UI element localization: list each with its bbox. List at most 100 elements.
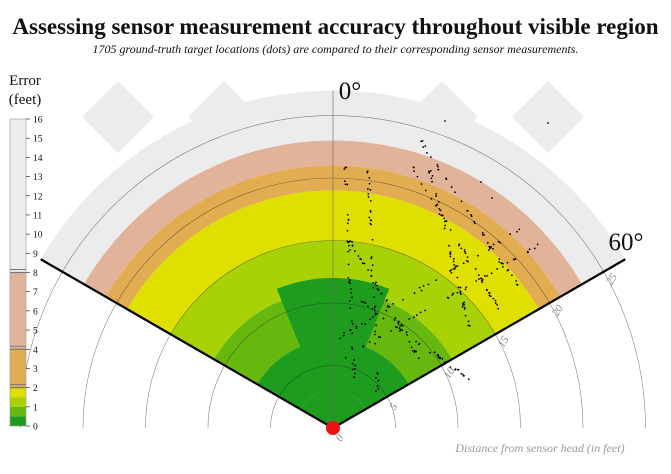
target-dot bbox=[366, 188, 369, 190]
target-dot bbox=[369, 318, 372, 321]
target-dot bbox=[457, 368, 460, 371]
colorbar-tick-label: 14 bbox=[33, 154, 43, 164]
target-dot bbox=[429, 351, 431, 354]
target-dot bbox=[496, 303, 499, 306]
target-dot bbox=[421, 139, 424, 142]
target-dot bbox=[507, 268, 510, 271]
target-dot bbox=[377, 336, 380, 338]
target-dot bbox=[437, 165, 439, 168]
target-dot bbox=[433, 351, 436, 354]
target-dot bbox=[502, 265, 504, 268]
target-dot bbox=[366, 171, 369, 174]
target-dot bbox=[346, 213, 349, 216]
outer-error-block bbox=[512, 81, 584, 153]
target-dot bbox=[351, 296, 353, 299]
target-dot bbox=[369, 199, 372, 202]
error-zone bbox=[105, 165, 561, 310]
target-dot bbox=[424, 189, 427, 192]
target-dot bbox=[370, 269, 373, 272]
target-dot bbox=[413, 316, 415, 319]
target-dot bbox=[465, 286, 468, 289]
target-dot bbox=[451, 294, 454, 296]
target-dot bbox=[369, 188, 372, 191]
target-dot bbox=[492, 243, 495, 246]
target-dot bbox=[385, 299, 388, 302]
target-dot bbox=[374, 305, 377, 308]
target-dot bbox=[375, 377, 377, 379]
target-dot bbox=[416, 175, 419, 178]
target-dot bbox=[405, 331, 408, 334]
colorbar-tick-label: 5 bbox=[33, 327, 38, 337]
target-dot bbox=[374, 342, 377, 345]
target-dot bbox=[500, 261, 503, 264]
radial-tick-label: 10 bbox=[442, 365, 458, 381]
target-dot bbox=[516, 230, 518, 233]
target-dot bbox=[374, 333, 376, 336]
target-dot bbox=[371, 238, 374, 241]
target-dot bbox=[483, 275, 486, 277]
target-dot bbox=[430, 177, 433, 180]
target-dot bbox=[444, 120, 446, 122]
target-dot bbox=[359, 257, 362, 260]
colorbar-tick-label: 10 bbox=[33, 231, 43, 241]
radial-tick-label: 25 bbox=[604, 271, 620, 287]
target-dot bbox=[438, 213, 441, 216]
colorbar-band bbox=[10, 397, 26, 407]
target-dot bbox=[477, 274, 480, 276]
target-dot bbox=[390, 329, 393, 332]
target-dot bbox=[411, 349, 414, 352]
radial-axis-label: Distance from sensor head (in feet) bbox=[454, 441, 624, 455]
target-dot bbox=[349, 282, 352, 285]
target-dot bbox=[362, 344, 365, 347]
colorbar-tick-label: 0 bbox=[33, 423, 38, 433]
target-dot bbox=[376, 287, 379, 290]
target-dot bbox=[374, 330, 377, 333]
target-dot bbox=[478, 278, 480, 280]
chart-title: Assessing sensor measurement accuracy th… bbox=[12, 14, 659, 39]
error-zone bbox=[127, 190, 539, 335]
target-dot bbox=[415, 314, 418, 316]
colorbar-band bbox=[10, 416, 26, 426]
target-dot bbox=[399, 328, 402, 331]
target-dot bbox=[449, 228, 452, 231]
target-dot bbox=[374, 313, 377, 316]
target-dot bbox=[475, 280, 478, 282]
target-dot bbox=[408, 341, 411, 343]
target-dot bbox=[450, 271, 453, 274]
colorbar-tick-label: 6 bbox=[33, 307, 38, 317]
target-dot bbox=[346, 222, 349, 225]
colorbar-tick-label: 4 bbox=[33, 346, 38, 356]
target-dot bbox=[417, 357, 420, 359]
target-dot bbox=[494, 299, 497, 302]
target-dot bbox=[419, 311, 422, 314]
target-dot bbox=[436, 164, 439, 166]
target-dot bbox=[379, 336, 382, 339]
target-dot bbox=[488, 294, 491, 297]
target-dot bbox=[441, 357, 444, 360]
target-dot bbox=[460, 247, 463, 250]
target-dot bbox=[367, 196, 370, 198]
target-dot bbox=[457, 286, 460, 289]
target-dot bbox=[464, 252, 467, 255]
target-dot bbox=[342, 334, 345, 337]
target-dot bbox=[424, 145, 427, 148]
target-dot bbox=[348, 240, 351, 243]
colorbar-band bbox=[10, 349, 26, 388]
target-dot bbox=[393, 319, 396, 321]
target-dot bbox=[357, 255, 360, 257]
error-zone bbox=[40, 90, 626, 285]
target-dot bbox=[397, 321, 400, 324]
target-dot bbox=[461, 305, 464, 308]
target-dot bbox=[462, 302, 465, 305]
target-dot bbox=[494, 302, 497, 304]
target-dot bbox=[387, 305, 390, 308]
target-dot bbox=[422, 285, 425, 287]
target-dot bbox=[371, 316, 374, 319]
target-dot bbox=[394, 317, 397, 319]
target-dot bbox=[462, 262, 465, 265]
target-dot bbox=[375, 281, 377, 284]
target-dot bbox=[481, 231, 484, 234]
target-dot bbox=[382, 317, 385, 320]
target-dot bbox=[502, 262, 504, 265]
target-dot bbox=[466, 256, 469, 259]
